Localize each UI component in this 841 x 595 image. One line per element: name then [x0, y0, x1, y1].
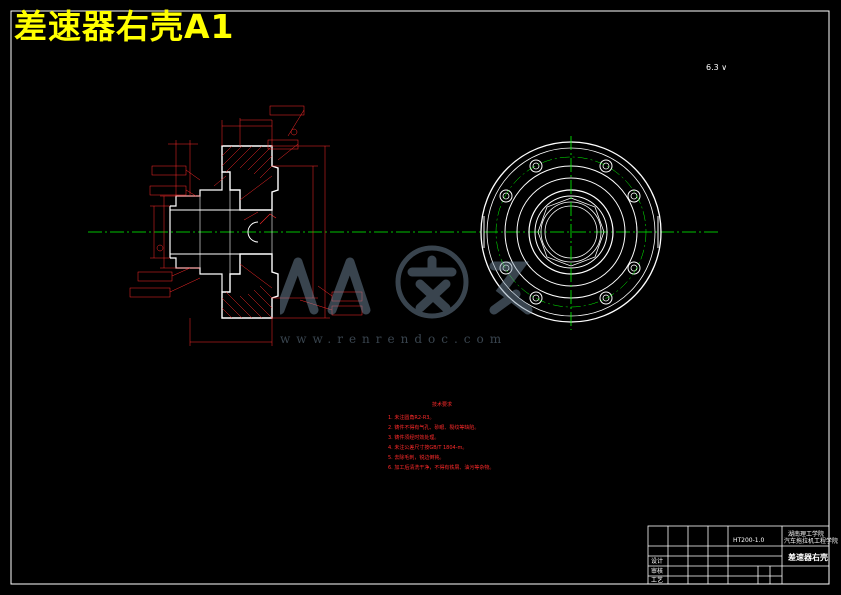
technical-requirements: 技术要求 1. 未注圆角R2-R3。 2. 铸件不得有气孔、砂眼、裂纹等缺陷。 … — [388, 400, 494, 473]
drawing-title: 差速器右壳A1 — [14, 7, 235, 46]
title-block-design: 设计 — [651, 557, 663, 565]
tech-req-item: 3. 铸件须经时效处理。 — [388, 435, 440, 441]
bolt-circle-centerline — [495, 156, 647, 308]
title-block-scale: HT200-1.0 — [733, 537, 765, 544]
roughness-symbol: 6.3 ∨ — [706, 63, 728, 72]
tech-req-item: 2. 铸件不得有气孔、砂眼、裂纹等缺陷。 — [388, 425, 480, 431]
tech-req-item: 5. 去除毛刺，锐边倒钝。 — [388, 455, 445, 461]
title-block-school-1: 湖南理工学院 — [788, 530, 824, 538]
dimension-lines — [129, 105, 363, 346]
title-block-part-name: 差速器右壳 — [787, 552, 828, 562]
sheet-border — [10, 10, 830, 585]
title-block — [647, 525, 830, 585]
title-block-process: 工艺 — [651, 576, 663, 584]
title-block-check: 审核 — [651, 567, 663, 575]
tech-req-item: 4. 未注公差尺寸按GB/T 1804-m。 — [388, 445, 468, 451]
roughness-value: 6.3 — [706, 63, 719, 72]
title-block-school-2: 汽车拖拉机工程学院 — [784, 537, 838, 545]
tech-req-item: 1. 未注圆角R2-R3。 — [388, 415, 435, 421]
tech-req-header: 技术要求 — [432, 402, 453, 408]
section-view — [169, 145, 279, 319]
tech-req-item: 6. 加工后清洗干净，不得有铁屑、油污等杂物。 — [388, 465, 495, 471]
